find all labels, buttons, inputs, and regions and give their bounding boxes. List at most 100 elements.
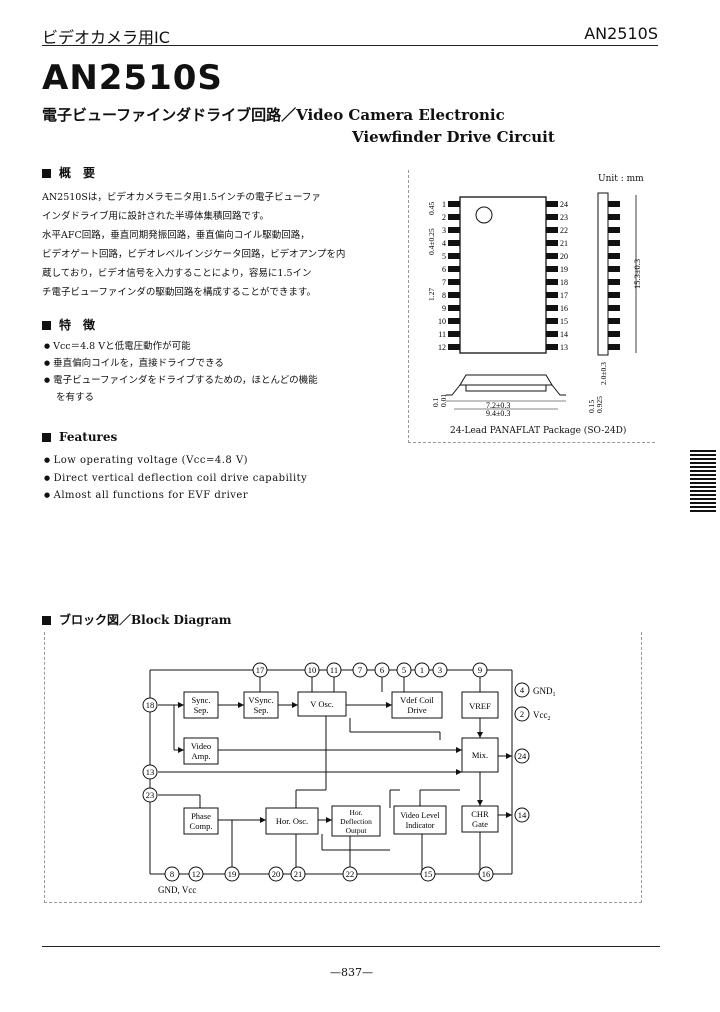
package-pin-label: 16: [560, 304, 568, 313]
package-pin: [546, 279, 558, 285]
side-lead: [608, 266, 620, 272]
dim-body-h: 2.0±0.3: [599, 362, 608, 385]
pin-number: 21: [294, 869, 303, 879]
dim-lead-t: 0.15: [587, 400, 596, 413]
block-label: Comp.: [190, 821, 213, 831]
arrow-icon: [477, 732, 483, 738]
pin-circle: [304, 662, 320, 678]
overview-line: 水平AFC回路，垂直同期発振回路，垂直偏向コイル駆動回路，: [42, 230, 310, 241]
package-pin: [546, 240, 558, 246]
list-item: Direct vertical deflection coil drive ca…: [44, 470, 384, 488]
features-jp-heading: 特 徴: [42, 316, 95, 333]
video-amp-block: [183, 737, 219, 765]
overview-line: AN2510Sは，ビデオカメラモニタ用1.5インチの電子ビューファ: [42, 192, 321, 203]
arrow-icon: [292, 702, 298, 708]
pin-23: 23: [142, 787, 158, 803]
package-pin-label: 10: [438, 317, 446, 326]
dim-pitch-top: 0.4±0.25: [427, 228, 436, 255]
package-pin: [448, 253, 460, 259]
pin-12: 12: [188, 866, 204, 882]
pin-10: 10: [304, 662, 320, 678]
list-item: Low operating voltage (Vcc=4.8 V): [44, 452, 384, 470]
pin-13: 13: [142, 764, 158, 780]
package-pin-label: 5: [442, 252, 446, 261]
arrow-icon: [456, 769, 462, 775]
package-pin-label: 9: [442, 304, 446, 313]
block-label: VSync.: [248, 695, 273, 705]
pin-circle: [164, 866, 180, 882]
pin-circle: [478, 866, 494, 882]
dim-pitch-top2: 0.45: [427, 202, 436, 215]
pin-circle: [188, 866, 204, 882]
square-bullet-icon: [42, 616, 51, 625]
block-label: Hor.: [349, 808, 362, 817]
dim-width1: 7.2±0.3: [486, 401, 510, 410]
features-en-list: Low operating voltage (Vcc=4.8 V) Direct…: [44, 452, 384, 505]
pin-circle: [268, 866, 284, 882]
pin-number: 11: [330, 665, 338, 675]
side-lead: [608, 240, 620, 246]
pin-circle: [352, 662, 368, 678]
block-label: Amp.: [191, 751, 210, 761]
pin-circle: [514, 807, 530, 823]
block-label: Output: [346, 826, 368, 835]
pin-circle: [142, 787, 158, 803]
package-unit: Unit : mm: [598, 174, 644, 184]
hor-deflection-output-block: [331, 805, 381, 837]
overview-heading: 概 要: [42, 164, 95, 181]
package-pin: [448, 227, 460, 233]
dim-standoff2: 0.01: [439, 394, 448, 407]
pin-circle: [514, 748, 530, 764]
side-lead: [608, 305, 620, 311]
block-label: Sync.: [191, 695, 210, 705]
sync-sep-block: [183, 691, 219, 719]
arrow-icon: [238, 702, 244, 708]
package-pin: [546, 331, 558, 337]
package-pin: [546, 201, 558, 207]
arrow-icon: [178, 747, 184, 753]
overview-line: チ電子ビューファインダの駆動回路を構成することができます。: [42, 287, 316, 298]
block-label: Vdef Coil: [400, 695, 434, 705]
block-label: Video: [191, 741, 211, 751]
part-number-title: AN2510S: [42, 58, 223, 98]
pin-number: 1: [420, 665, 424, 675]
package-pin-label: 19: [560, 265, 568, 274]
package-pin-label: 24: [560, 200, 568, 209]
package-pin: [448, 201, 460, 207]
arrow-icon: [506, 753, 512, 759]
pin-circle: [252, 662, 268, 678]
package-pin-label: 7: [442, 278, 446, 287]
overview-line: ビデオゲート回路，ビデオレベルインジケータ回路，ビデオアンプを内: [42, 249, 346, 260]
pin-circle: [142, 697, 158, 713]
package-pin: [546, 266, 558, 272]
pin-circle: [432, 662, 448, 678]
overview-line: 蔵しており，ビデオ信号を入力することにより，容易に1.5イン: [42, 268, 312, 279]
package-pin: [448, 331, 460, 337]
pin-2: 2: [514, 706, 530, 722]
pin-11: 11: [326, 662, 342, 678]
gnd-vcc-label: GND, Vcc: [158, 885, 196, 895]
package-pin-label: 8: [442, 291, 446, 300]
block-label: Sep.: [194, 705, 209, 715]
title-line2: Viewfinder Drive Circuit: [352, 128, 555, 146]
arrow-icon: [260, 817, 266, 823]
pin-number: 24: [518, 751, 527, 761]
pin-number: 7: [358, 665, 362, 675]
side-lead: [608, 344, 620, 350]
dim-width2: 9.4±0.3: [486, 409, 510, 418]
pin-4: 4: [514, 682, 530, 698]
package-caption: 24-Lead PANAFLAT Package (SO-24D): [450, 426, 627, 436]
arrow-icon: [326, 817, 332, 823]
arrow-icon: [178, 702, 184, 708]
block-label: Mix.: [472, 750, 488, 760]
pin-number: 5: [402, 665, 406, 675]
package-pin-label: 13: [560, 343, 568, 352]
arrow-icon: [456, 747, 462, 753]
package-pin: [546, 318, 558, 324]
pin-circle: [142, 764, 158, 780]
block-label: Indicator: [406, 821, 435, 830]
phase-comp-block: [183, 807, 219, 835]
pin-7: 7: [352, 662, 368, 678]
package-pin: [448, 292, 460, 298]
